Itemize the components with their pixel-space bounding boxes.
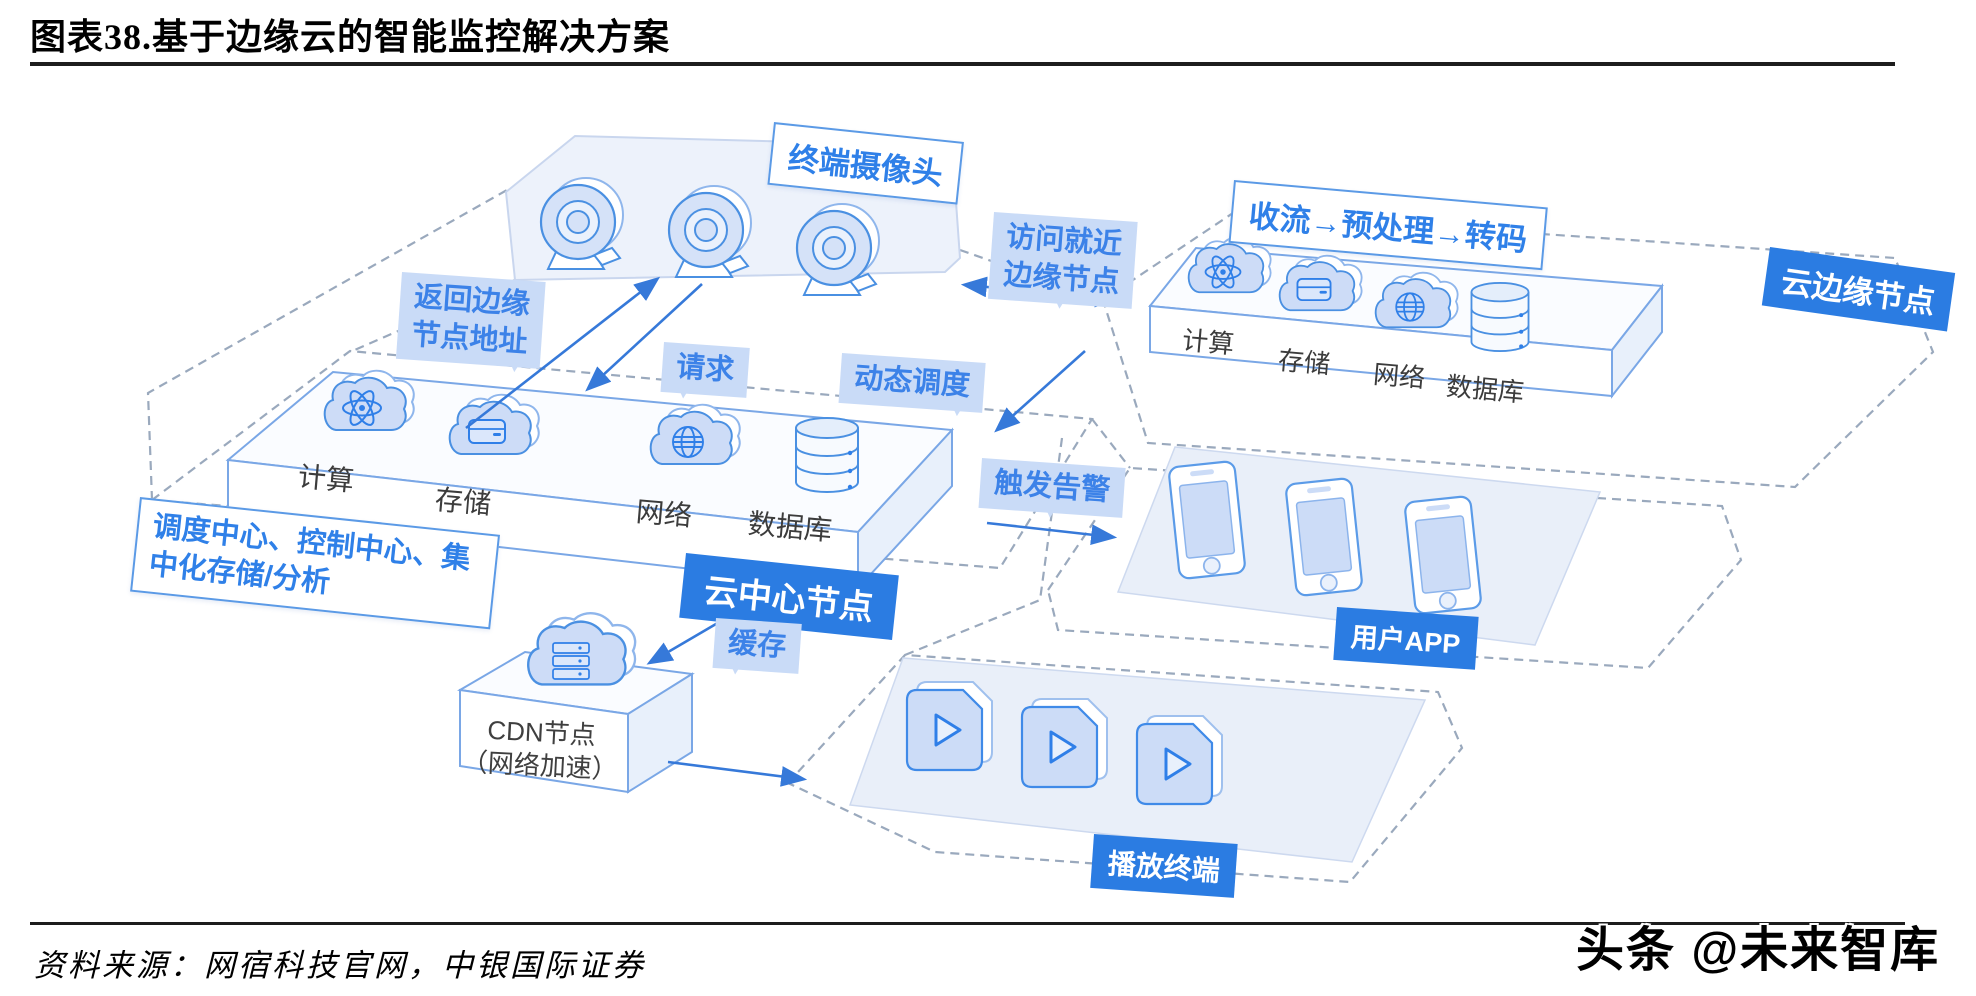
smartphone-icon (1167, 459, 1247, 581)
cdn-label: CDN节点 （网络加速） (452, 712, 630, 786)
center-item-compute: 计算 (296, 460, 356, 497)
database-icon (795, 417, 859, 493)
cloud-server-icon (527, 612, 637, 686)
player-tag: 播放终端 (1090, 834, 1238, 898)
bubble-return-address: 返回边缘节点地址 (395, 272, 546, 370)
smartphone-icon (1284, 476, 1364, 598)
user-app-dashed-outline (1046, 466, 1743, 670)
center-player-dashed-link (904, 437, 1064, 657)
left-guide-dashed (146, 189, 508, 501)
play-file-icon (905, 680, 994, 772)
arrow-cdn-to-player (667, 760, 808, 787)
title-divider (30, 62, 1895, 66)
arrow-dynamic-schedule (994, 350, 1086, 433)
bubble-cache: 缓存 (712, 618, 802, 674)
bubble-access-near: 访问就近边缘节点 (987, 212, 1138, 310)
edge-item-storage: 存储 (1276, 344, 1332, 380)
bubble-request: 请求 (660, 342, 750, 398)
source-note: 资料来源：网宿科技官网，中银国际证券 (34, 948, 646, 983)
center-user-dashed-link (1091, 418, 1131, 469)
edge-item-compute: 计算 (1180, 324, 1236, 360)
play-file-icon (1020, 697, 1109, 789)
play-file-icon (1135, 714, 1224, 806)
user-app-tag: 用户APP (1333, 607, 1479, 670)
center-item-database: 数据库 (746, 507, 834, 547)
database-icon (1470, 282, 1530, 352)
watermark: 头条 @未来智库 (1576, 924, 1941, 977)
page-title: 图表38.基于边缘云的智能监控解决方案 (30, 17, 671, 57)
atom-cloud-icon (1189, 238, 1271, 293)
center-item-storage: 存储 (433, 483, 493, 520)
footer-divider (30, 922, 1905, 925)
center-item-network: 网络 (634, 495, 694, 532)
edge-item-network: 网络 (1371, 358, 1427, 394)
bubble-trigger-alert: 触发告警 (978, 458, 1126, 518)
arrow-request-up (465, 276, 661, 430)
smartphone-icon (1403, 494, 1483, 616)
player-dashed-outline (786, 653, 1464, 884)
arrow-trigger-alert (986, 521, 1118, 546)
edge-item-database: 数据库 (1444, 370, 1526, 408)
bubble-dynamic-schedule: 动态调度 (838, 353, 986, 413)
arrow-return-down (585, 283, 703, 392)
